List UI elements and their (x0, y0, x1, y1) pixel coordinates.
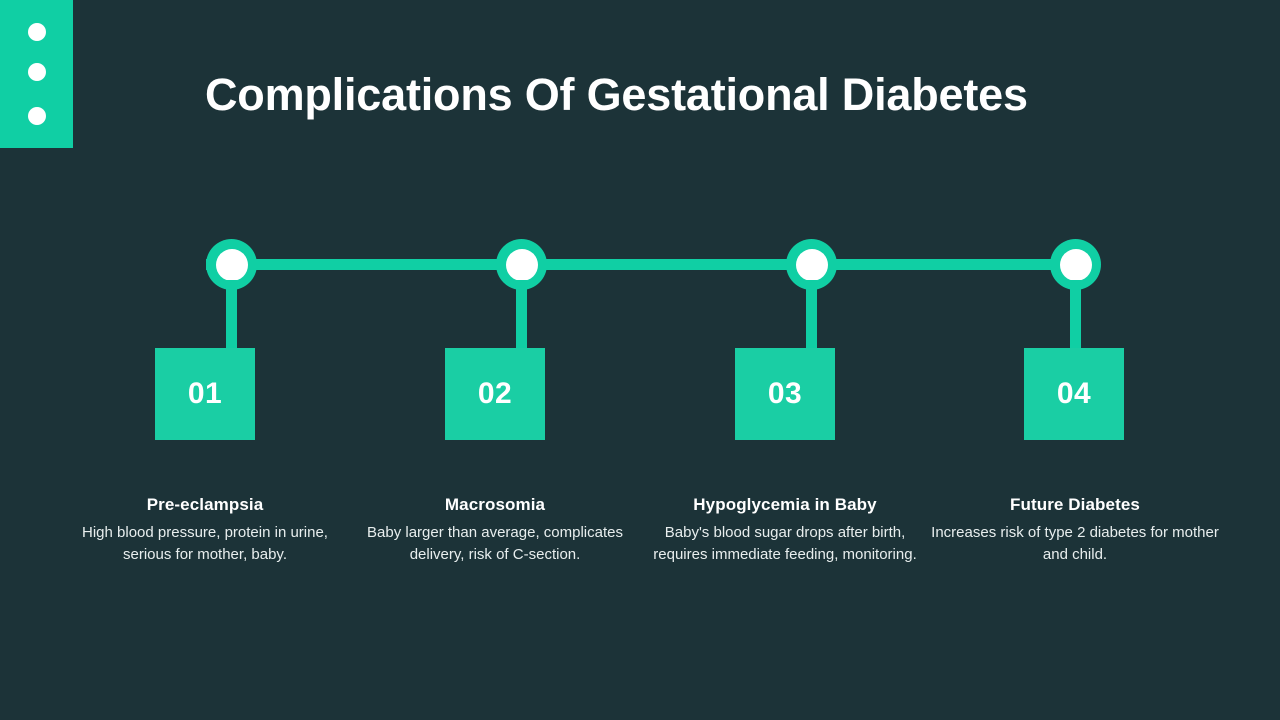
step-text-block-04: Future Diabetes Increases risk of type 2… (930, 494, 1220, 567)
step-heading: Pre-eclampsia (146, 495, 264, 514)
step-description: Baby larger than average, complicates de… (367, 523, 623, 564)
node-core-icon (1059, 248, 1092, 281)
node-core-icon (795, 248, 828, 281)
timeline-stem-01 (226, 280, 237, 352)
step-number-label: 03 (767, 377, 803, 410)
node-core-icon (505, 248, 538, 281)
step-number-box-02[interactable]: 02 (445, 348, 545, 440)
timeline-stem-02 (516, 280, 527, 352)
step-heading: Macrosomia (444, 495, 546, 514)
decorative-dot-icon (28, 63, 46, 81)
timeline-rail (206, 259, 1075, 270)
timeline-stem-04 (1070, 280, 1081, 352)
decorative-dot-icon (28, 107, 46, 125)
step-number-label: 01 (187, 377, 223, 410)
step-number-label: 04 (1056, 377, 1092, 410)
corner-decoration-tab (0, 0, 73, 148)
node-core-icon (215, 248, 248, 281)
step-description: High blood pressure, protein in urine, s… (82, 523, 328, 564)
decorative-dot-icon (28, 23, 46, 41)
step-number-label: 02 (477, 377, 513, 410)
step-heading: Hypoglycemia in Baby (693, 495, 877, 514)
step-text-block-03: Hypoglycemia in Baby Baby's blood sugar … (640, 494, 930, 567)
step-text-block-02: Macrosomia Baby larger than average, com… (350, 494, 640, 567)
step-number-box-04[interactable]: 04 (1024, 348, 1124, 440)
step-heading: Future Diabetes (1010, 495, 1140, 514)
timeline-stem-03 (806, 280, 817, 352)
step-number-box-01[interactable]: 01 (155, 348, 255, 440)
step-description: Increases risk of type 2 diabetes for mo… (931, 523, 1219, 564)
step-text-block-01: Pre-eclampsia High blood pressure, prote… (60, 494, 350, 567)
step-number-box-03[interactable]: 03 (735, 348, 835, 440)
page-title: Complications Of Gestational Diabetes (205, 69, 1028, 120)
step-description: Baby's blood sugar drops after birth, re… (653, 523, 917, 564)
